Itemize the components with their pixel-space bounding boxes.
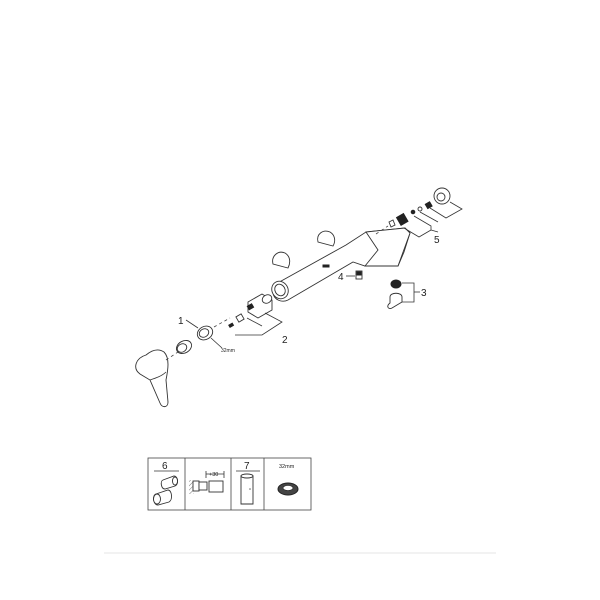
callout-1: 1 (178, 316, 184, 327)
rosette-ring-part (176, 339, 192, 355)
accessory-cell-7: 7 (236, 461, 260, 505)
callout-3: 3 (421, 288, 427, 299)
callout-2: 2 (282, 335, 288, 346)
diverter-part-3 (387, 279, 403, 309)
cartridge-part (246, 293, 273, 319)
dimension-32mm-label: 32mm (221, 348, 235, 354)
screw-part (228, 322, 235, 328)
ring-dimension-label: 32mm (279, 464, 295, 470)
callout-4: 4 (338, 272, 344, 283)
accessory-number-7: 7 (244, 461, 250, 472)
nut-part-1 (196, 325, 214, 341)
accessory-cell-extension: +30 (189, 471, 225, 494)
small-nut-part (235, 313, 245, 323)
accessory-cell-6: 6 (153, 461, 179, 506)
footer-divider (104, 552, 496, 554)
accessory-number-6: 6 (162, 461, 168, 472)
connector-set-part-5 (388, 187, 451, 228)
accessory-table: 6 +30 7 32mm (147, 457, 312, 511)
callout-5: 5 (434, 235, 440, 246)
aerator-part-4 (355, 270, 363, 280)
mixer-body-part (271, 227, 411, 302)
extension-dimension-label: +30 (209, 472, 218, 478)
lever-handle-part (135, 349, 169, 408)
accessory-cell-ring: 32mm (277, 464, 299, 496)
